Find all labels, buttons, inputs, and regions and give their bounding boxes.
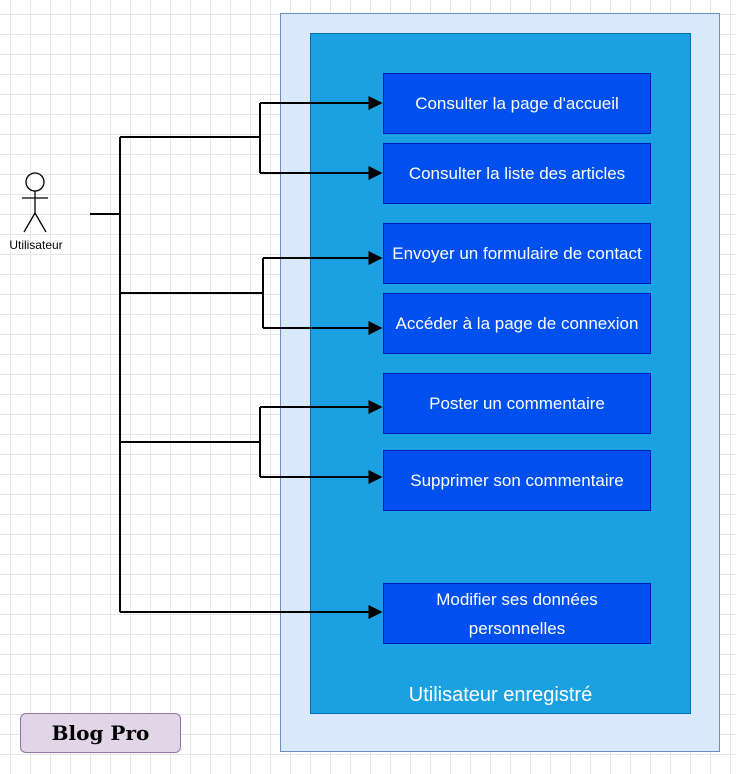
use-case-label: Accéder à la page de connexion (395, 314, 639, 333)
use-case-poster-commentaire[interactable]: Poster un commentaire (383, 373, 651, 434)
use-case-consulter-accueil[interactable]: Consulter la page d'accueil (383, 73, 651, 134)
connector-group-2 (120, 251, 383, 335)
use-case-modifier-donnees[interactable]: Modifier ses données personnelles (383, 583, 651, 644)
use-case-label: Consulter la liste des articles (408, 164, 626, 183)
use-case-envoyer-formulaire[interactable]: Envoyer un formulaire de contact (383, 223, 651, 284)
use-case-label: Modifier ses données personnelles (436, 589, 598, 638)
connector-group-3 (120, 400, 383, 484)
use-case-consulter-articles[interactable]: Consulter la liste des articles (383, 143, 651, 204)
actor-label: Utilisateur (9, 238, 63, 252)
blog-badge[interactable]: Blog Pro (20, 713, 181, 753)
connector-group-1 (120, 96, 383, 180)
use-case-label: Envoyer un formulaire de contact (392, 244, 642, 263)
system-boundary-label: Utilisateur enregistré (408, 684, 593, 706)
use-case-label: Consulter la page d'accueil (415, 94, 619, 113)
actor-figure-icon[interactable] (22, 172, 48, 233)
use-case-label: Poster un commentaire (429, 394, 605, 413)
use-case-supprimer-commentaire[interactable]: Supprimer son commentaire (383, 450, 651, 511)
use-case-label: Supprimer son commentaire (410, 471, 624, 490)
blog-badge-label: Blog Pro (51, 721, 150, 745)
use-case-acceder-connexion[interactable]: Accéder à la page de connexion (383, 293, 651, 354)
